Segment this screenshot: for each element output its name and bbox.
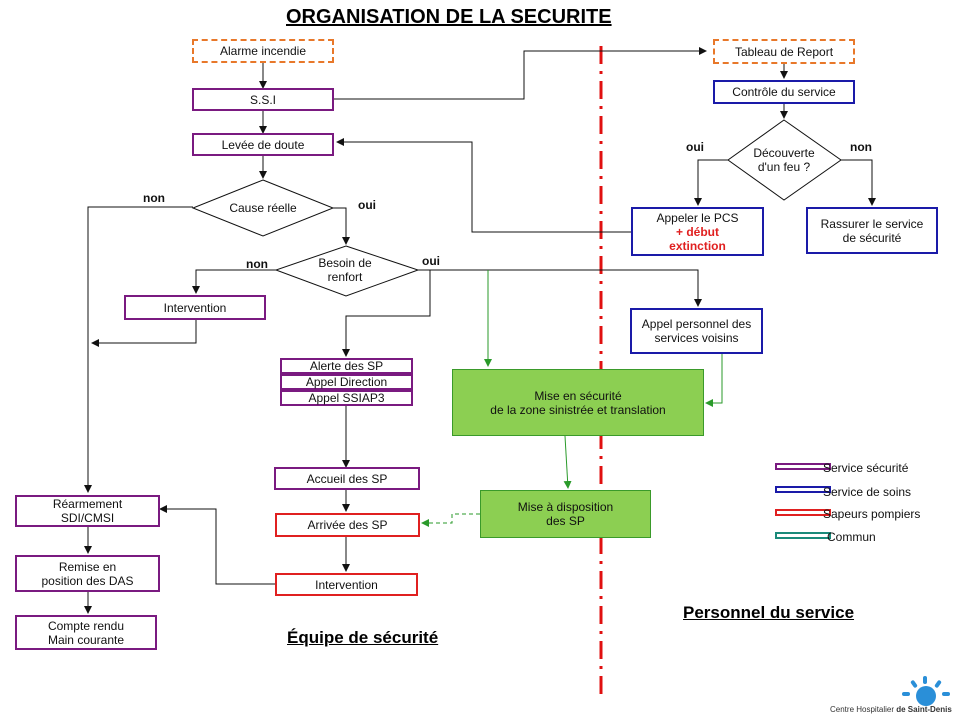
legend-label-pompiers: Sapeurs pompiers [823,507,921,521]
ssi-box: S.S.I [192,88,334,111]
legend-label-securite: Service sécurité [823,461,909,475]
appel-personnel-line2: services voisins [654,331,739,345]
appel-personnel-box: Appel personnel des services voisins [630,308,763,354]
rassurer-line1: Rassurer le service [820,216,924,231]
remise-line2: position des DAS [41,573,134,588]
edge-intervention-rearmement [159,505,275,585]
mise-a-disposition-box: Mise à disposition des SP [480,490,651,538]
besoin-renfort-line1: Besoin de [318,256,372,270]
tableau-report-box: Tableau de Report [713,39,855,64]
appeler-pcs-box: Appeler le PCS + début extinction [631,207,764,256]
decouverte-non-label: non [850,140,872,154]
compte-line2: Main courante [47,632,125,647]
decouverte-feu-label: Découverte d'un feu ? [738,146,830,174]
appeler-pcs-line3: extinction [669,238,726,253]
edge-green-to-mise-dispo [563,435,572,489]
appeler-pcs-line2: + début [675,224,719,239]
controle-service-box: Contrôle du service [713,80,855,104]
footer-equipe-securite: Équipe de sécurité [287,628,439,647]
legend-swatch-pompiers [775,509,831,516]
edge-green-appel-to-mise-securite [705,354,723,407]
mise-securite-line1: Mise en sécurité [534,388,622,403]
besoin-renfort-label: Besoin de renfort [300,256,390,284]
levee-doute-box: Levée de doute [192,133,334,156]
appel-ssiap3-box: Appel SSIAP3 [280,390,413,406]
appel-direction-box: Appel Direction [280,374,413,390]
edge-intervention-back [91,320,197,347]
cause-non-label: non [143,191,165,205]
edge-decouverte-non [841,159,876,206]
rassurer-line2: de sécurité [842,230,902,245]
remise-line1: Remise en [58,559,117,574]
decouverte-line1: Découverte [753,146,815,160]
decouverte-line2: d'un feu ? [757,160,811,174]
intervention-left-box: Intervention [124,295,266,320]
diamond-decouverte-feu [727,119,842,201]
edge-green-dispo-to-arrivee [421,513,480,527]
legend-label-commun: Commun [827,530,876,544]
edge-besoin-non [192,269,276,294]
rearmement-line2: SDI/CMSI [60,511,115,525]
logo-text-1: Centre Hospitalier [830,705,897,714]
rearmement-box: Réarmement SDI/CMSI [15,495,160,527]
edge-decouverte-oui [694,159,728,206]
mise-dispo-line2: des SP [546,514,585,528]
hospital-logo: Centre Hospitalier de Saint-Denis [826,674,956,716]
cause-oui-label: oui [358,198,376,212]
arrivee-sp-box: Arrivée des SP [275,513,420,537]
page-title: ORGANISATION DE LA SECURITE [286,6,612,28]
mise-en-securite-box: Mise en sécurité de la zone sinistrée et… [452,369,704,436]
cause-reelle-label: Cause réelle [229,201,297,215]
rearmement-line1: Réarmement [52,497,123,511]
logo-text: Centre Hospitalier de Saint-Denis [830,705,952,714]
footer-personnel-service: Personnel du service [683,603,855,622]
edge-besoin-appel [418,269,702,307]
legend-swatch-commun [775,532,831,539]
rassurer-service-box: Rassurer le service de sécurité [806,207,938,254]
compte-line1: Compte rendu [47,618,125,633]
intervention-bottom-box: Intervention [275,573,418,596]
alerte-sp-box: Alerte des SP [280,358,413,374]
mise-securite-line2: de la zone sinistrée et translation [490,402,666,417]
legend-swatch-soins [775,486,831,493]
diamond-cause-reelle [191,179,335,237]
remise-position-box: Remise en position des DAS [15,555,160,592]
appel-personnel-line1: Appel personnel des [641,317,752,331]
logo-icon [902,676,950,706]
edge-pcs-levee [336,138,631,233]
appeler-pcs-line1: Appeler le PCS [656,210,739,225]
besoin-non-label: non [246,257,268,271]
edge-ssi-tableau [334,47,707,100]
decouverte-oui-label: oui [686,140,704,154]
accueil-sp-box: Accueil des SP [274,467,420,490]
alarme-incendie-box: Alarme incendie [192,39,334,63]
logo-text-2: de Saint-Denis [896,705,952,714]
diamond-besoin-renfort [274,245,420,297]
besoin-oui-label: oui [422,254,440,268]
legend-label-soins: Service de soins [823,485,912,499]
legend-swatch-securite [775,463,831,470]
mise-dispo-line1: Mise à disposition [517,500,614,514]
edge-cause-non [84,206,193,493]
compte-rendu-box: Compte rendu Main courante [15,615,157,650]
besoin-renfort-line2: renfort [327,270,363,284]
